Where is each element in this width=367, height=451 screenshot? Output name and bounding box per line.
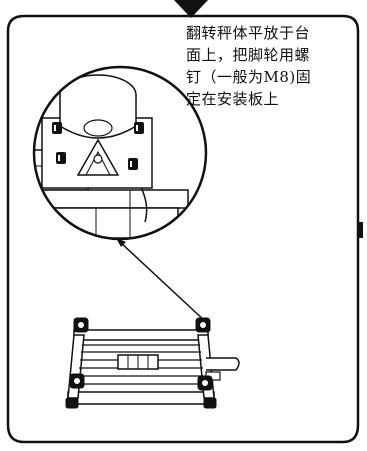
panel-border bbox=[6, 14, 360, 444]
zoom-circle bbox=[32, 65, 208, 241]
scale-body bbox=[67, 329, 240, 405]
instruction-text: 翻转秤体平放于台 面上，把脚轮用螺 钉（一般为M8)固 定在安装板上 bbox=[186, 24, 312, 108]
arrow-head-icon bbox=[116, 238, 126, 247]
black-tab-icon bbox=[357, 222, 363, 238]
detail-zoom bbox=[34, 74, 189, 239]
leader-line bbox=[119, 241, 207, 323]
down-triangle-icon bbox=[174, 0, 208, 18]
